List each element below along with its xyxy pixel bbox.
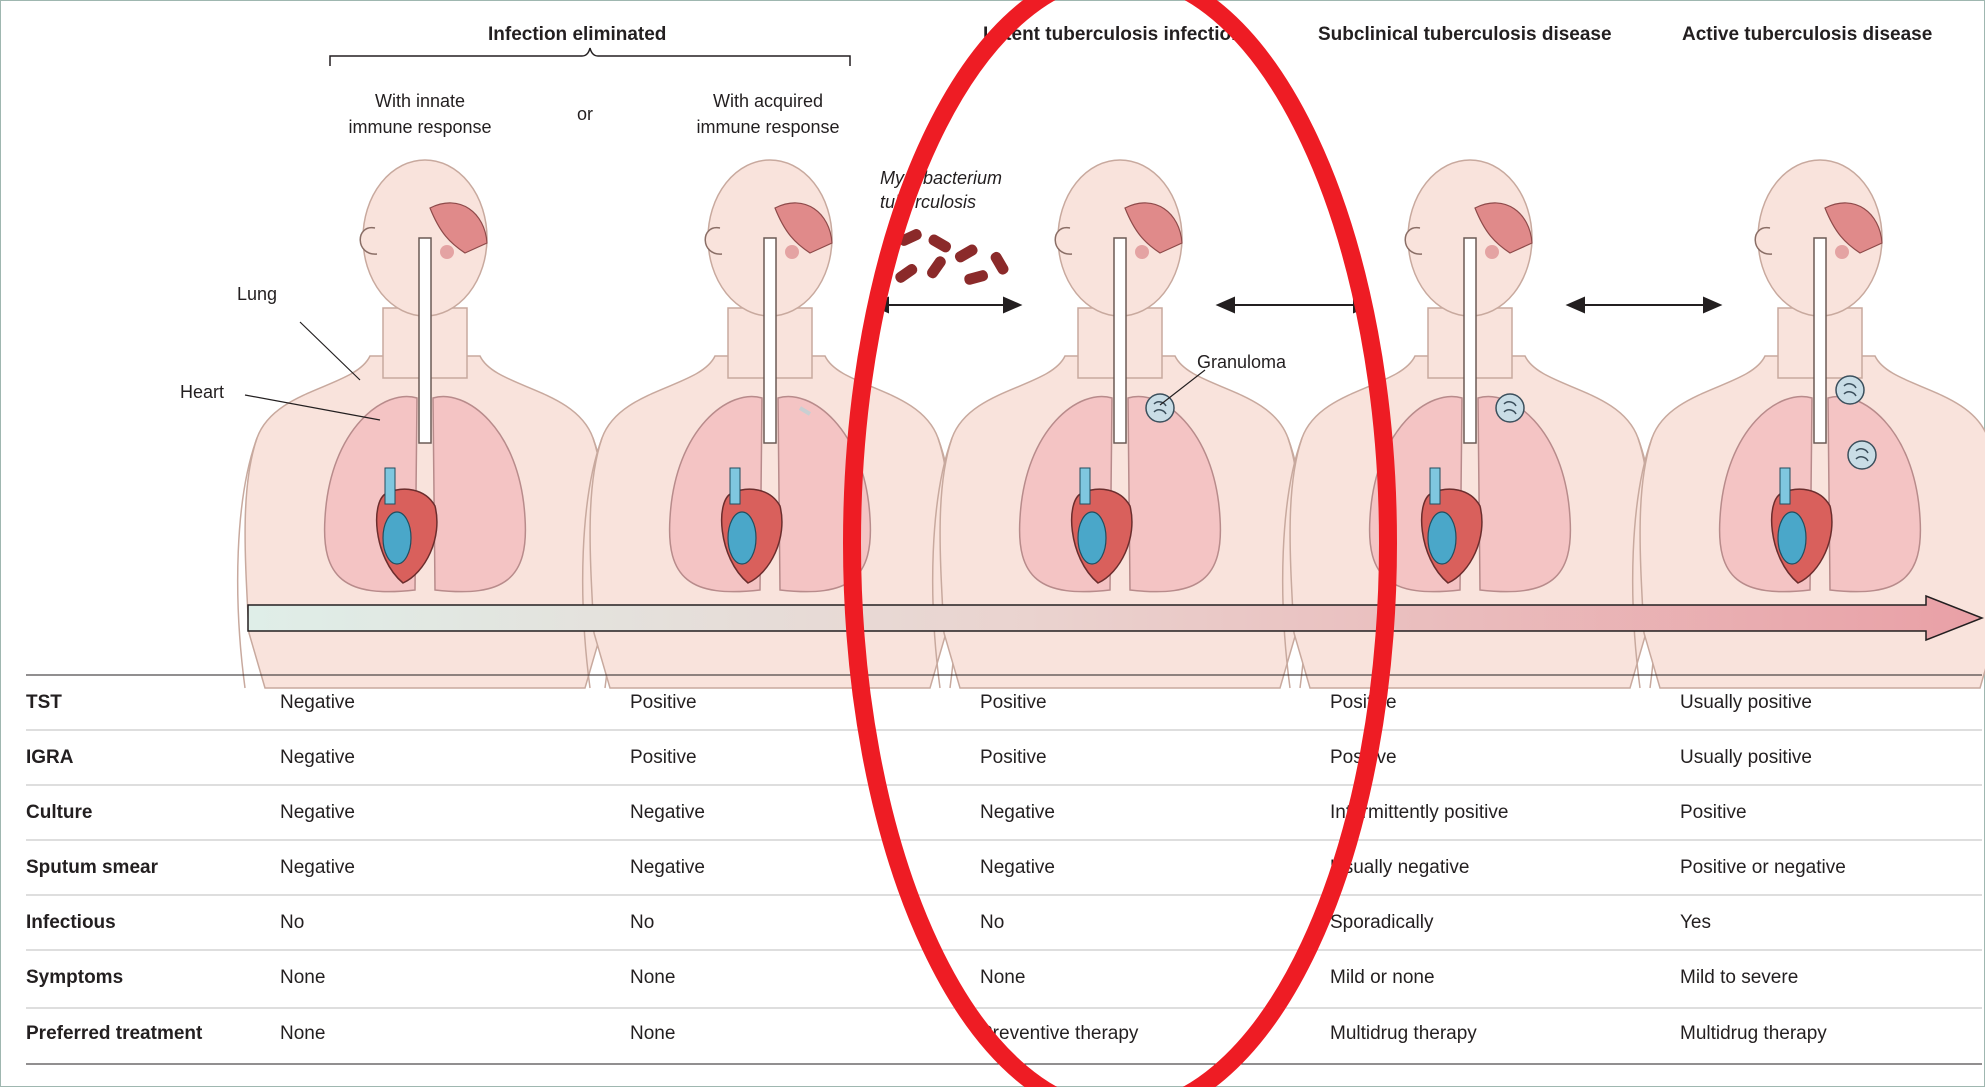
table-cell: Positive [1330, 692, 1397, 714]
header-active: Active tuberculosis disease [1682, 24, 1932, 46]
subheader-or: or [577, 104, 593, 125]
row-label: Sputum smear [26, 857, 158, 879]
row-label: Culture [26, 802, 93, 824]
row-label: TST [26, 692, 62, 714]
subheader-innate: With innateimmune response [330, 88, 510, 140]
table-cell: Negative [280, 692, 355, 714]
table-cell: Negative [630, 857, 705, 879]
table-row: Symptoms None None None Mild or none Mil… [26, 953, 1981, 1008]
lung-leader-line [300, 322, 360, 380]
mycobacterium-bacteria [893, 227, 1010, 286]
table-cell: None [630, 967, 675, 989]
table-cell: No [630, 912, 654, 934]
table-cell: No [980, 912, 1004, 934]
table-cell: Multidrug therapy [1680, 1023, 1827, 1045]
granuloma-active-2 [1848, 441, 1876, 469]
table-cell: None [280, 1023, 325, 1045]
table-cell: Mild or none [1330, 967, 1435, 989]
subheader-acquired: With acquiredimmune response [678, 88, 858, 140]
granuloma-subclinical-1 [1496, 394, 1524, 422]
table-row: IGRA Negative Positive Positive Positive… [26, 733, 1981, 788]
table-cell: Negative [280, 802, 355, 824]
table-cell: Negative [980, 857, 1055, 879]
label-heart: Heart [180, 382, 224, 403]
table-cell: Negative [280, 857, 355, 879]
table-cell: None [280, 967, 325, 989]
table-row: Culture Negative Negative Negative Inter… [26, 788, 1981, 843]
header-subclinical: Subclinical tuberculosis disease [1318, 24, 1612, 46]
granuloma-active-1 [1836, 376, 1864, 404]
table-cell: Positive [980, 692, 1047, 714]
row-label: IGRA [26, 747, 74, 769]
table-row: TST Negative Positive Positive Positive … [26, 678, 1981, 733]
table-cell: No [280, 912, 304, 934]
table-cell: Multidrug therapy [1330, 1023, 1477, 1045]
table-cell: Sporadically [1330, 912, 1434, 934]
table-cell: Usually positive [1680, 692, 1812, 714]
infection-eliminated-brace [330, 48, 850, 66]
table-cell: Negative [980, 802, 1055, 824]
table-row: Sputum smear Negative Negative Negative … [26, 843, 1981, 898]
table-cell: Positive [980, 747, 1047, 769]
label-mycobacterium: Mycobacteriumtuberculosis [880, 166, 1002, 214]
row-label: Infectious [26, 912, 116, 934]
table-cell: Positive [630, 692, 697, 714]
table-cell: Negative [630, 802, 705, 824]
table-row: Infectious No No No Sporadically Yes [26, 898, 1981, 953]
table-cell: Usually positive [1680, 747, 1812, 769]
header-latent: Latent tuberculosis infection [983, 24, 1243, 46]
table-row: Preferred treatment None None Preventive… [26, 1009, 1981, 1064]
label-granuloma: Granuloma [1197, 352, 1286, 373]
table-cell: None [980, 967, 1025, 989]
table-cell: Positive [1330, 747, 1397, 769]
table-cell: Positive [630, 747, 697, 769]
table-cell: None [630, 1023, 675, 1045]
row-label: Preferred treatment [26, 1023, 202, 1045]
row-label: Symptoms [26, 967, 123, 989]
table-cell: Usually negative [1330, 857, 1469, 879]
table-cell: Mild to severe [1680, 967, 1798, 989]
table-cell: Positive [1680, 802, 1747, 824]
table-cell: Preventive therapy [980, 1023, 1138, 1045]
table-cell: Intermittently positive [1330, 802, 1508, 824]
table-cell: Positive or negative [1680, 857, 1846, 879]
label-lung: Lung [237, 284, 277, 305]
granuloma-latent [1146, 394, 1174, 422]
table-cell: Negative [280, 747, 355, 769]
header-infection-eliminated: Infection eliminated [488, 24, 666, 46]
table-cell: Yes [1680, 912, 1711, 934]
